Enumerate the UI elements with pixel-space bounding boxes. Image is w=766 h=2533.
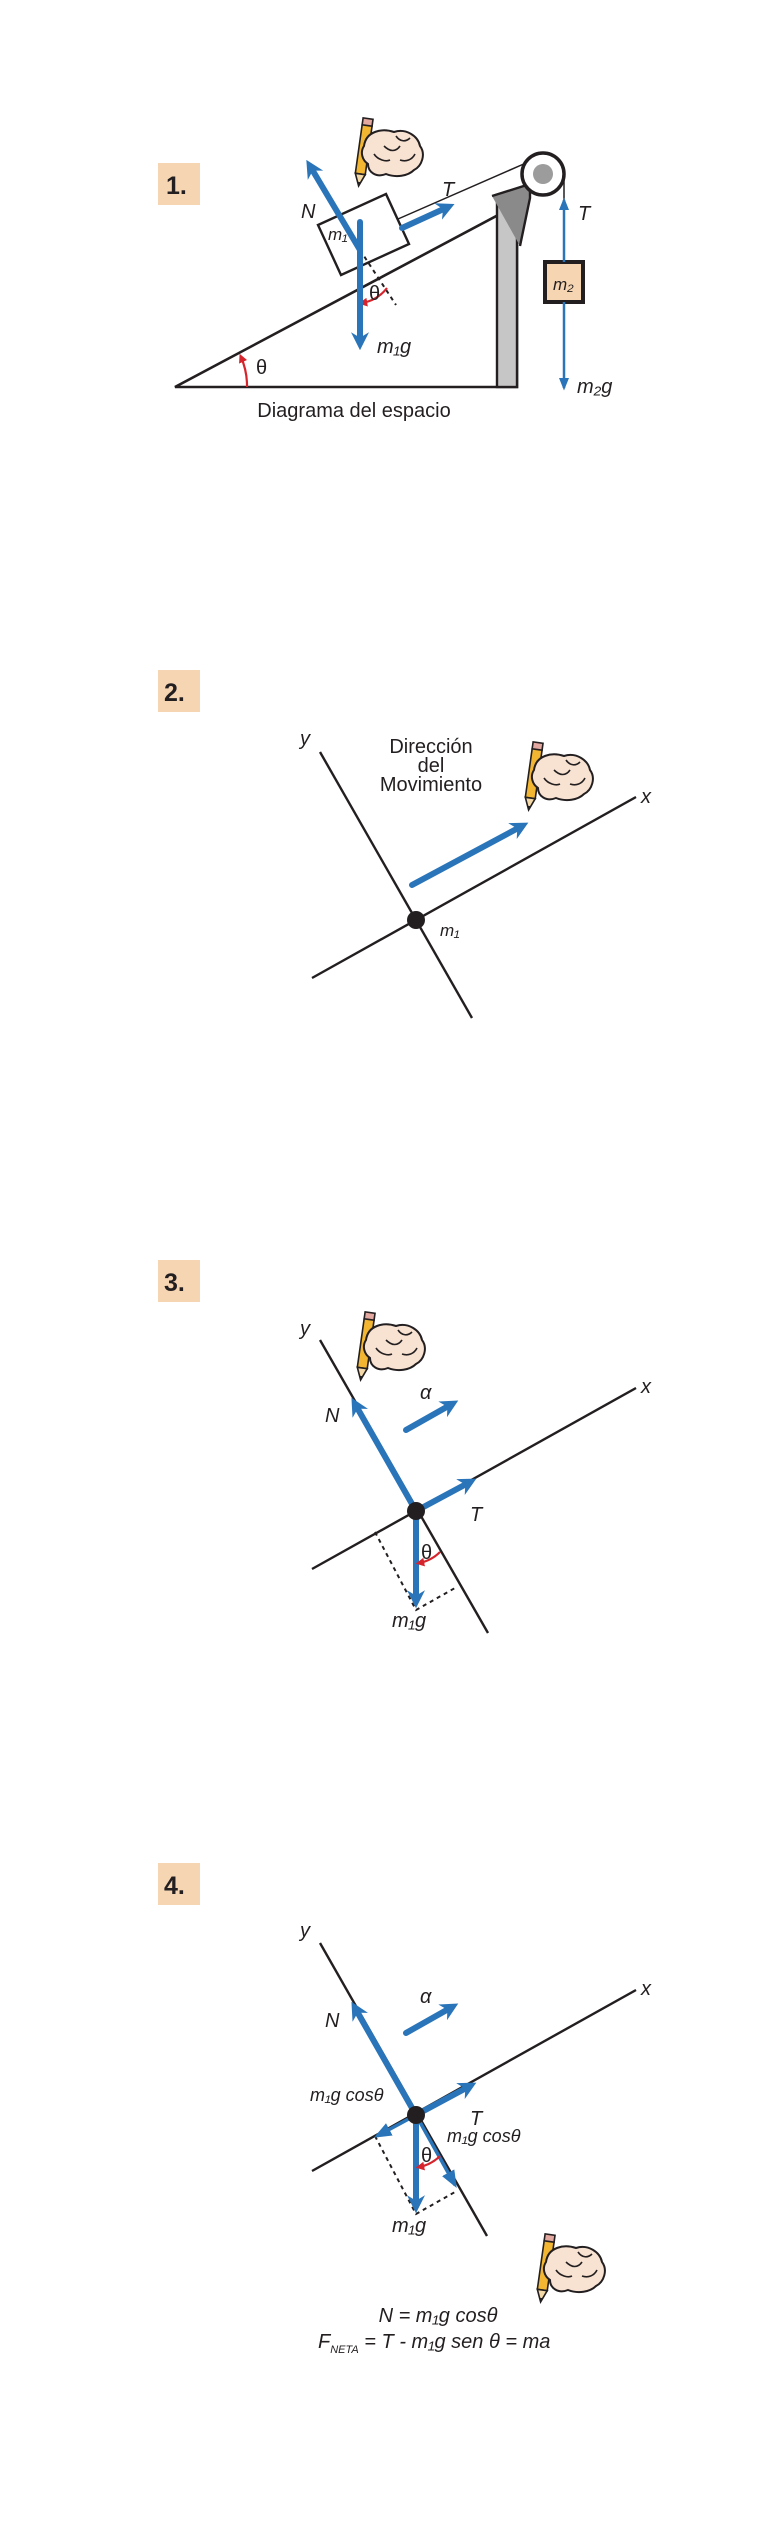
- panel-number-2: 2.: [164, 679, 185, 707]
- weight-components-box-4: [374, 2135, 456, 2216]
- label-T-4: T: [470, 2108, 484, 2130]
- label-alpha-4: α: [420, 1986, 432, 2008]
- label-y-2: y: [298, 728, 311, 750]
- badge-1: [158, 163, 200, 205]
- panel-number-4: 4.: [164, 1872, 185, 1900]
- hand-pencil-icon: [352, 116, 424, 188]
- equation-1: N = m₁g cosθ: [379, 2305, 498, 2327]
- label-T-3: T: [470, 1504, 484, 1526]
- label-weight-4: m₁g: [392, 2215, 426, 2237]
- axis-x-3: [311, 1386, 637, 1571]
- pulley-hub: [533, 164, 553, 184]
- hand-pencil-icon: [522, 740, 594, 812]
- arrow-N-3: [351, 1397, 419, 1514]
- label-direction-3: Movimiento: [380, 774, 482, 796]
- incline-angle-arc: [239, 353, 249, 388]
- label-direction-1: Dirección: [389, 736, 472, 758]
- label-y-3: y: [298, 1318, 311, 1340]
- badge-3: [158, 1260, 200, 1302]
- block-angle-arc: [358, 287, 388, 307]
- label-y-4: y: [298, 1920, 311, 1942]
- label-comp-parallel: m₁g cosθ: [310, 2085, 384, 2105]
- arrow-alpha-4: [403, 2003, 459, 2036]
- point-m1-4: [407, 2106, 425, 2124]
- block-m1: [316, 192, 411, 277]
- caption-space-diagram: Diagrama del espacio: [257, 400, 450, 422]
- label-theta-3: θ: [421, 1542, 432, 1564]
- block-m2: [543, 260, 585, 304]
- arrow-N-4: [351, 2001, 419, 2118]
- label-theta-block: θ: [369, 283, 380, 305]
- axis-x-2: [311, 795, 637, 980]
- axis-x-4: [311, 1988, 637, 2173]
- label-x-3: x: [640, 1376, 652, 1398]
- arrow-comp-perp: [414, 2114, 457, 2189]
- label-T-2: T: [578, 203, 592, 225]
- axis-y-2: [318, 751, 474, 1019]
- panel-number-3: 3.: [164, 1269, 185, 1297]
- label-weight-2: m₂g: [577, 376, 612, 398]
- label-m1: m₁: [328, 225, 348, 244]
- badge-2: [158, 670, 200, 712]
- arrow-T-4: [413, 2082, 477, 2118]
- label-N-1: N: [301, 201, 316, 223]
- label-weight-3: m₁g: [392, 1610, 426, 1632]
- panel-1: 1. m₁ θ θ N m₁g T m₂ T m₂g: [158, 116, 612, 422]
- label-theta-incline: θ: [256, 357, 267, 379]
- panel-3: 3. x y m₁g N T α θ: [158, 1260, 652, 1634]
- equation-2: FNETA = T - m₁g sen θ = ma: [318, 2331, 550, 2356]
- point-m1-3: [407, 1502, 425, 1520]
- label-x-2: x: [640, 786, 652, 808]
- label-m1-2: m₁: [440, 921, 460, 940]
- label-N-4: N: [325, 2010, 340, 2032]
- arrow-direction: [409, 822, 529, 888]
- arrow-T-1: [399, 203, 455, 231]
- panel-4: 4. x y m₁g N T α m₁g cosθ m₁g cosθ θ N =…: [158, 1863, 652, 2356]
- label-alpha-3: α: [420, 1382, 432, 1404]
- label-theta-4: θ: [421, 2145, 432, 2167]
- rope-incline: [381, 162, 527, 227]
- label-weight-1: m₁g: [377, 336, 411, 358]
- hand-pencil-icon: [354, 1310, 426, 1382]
- weight-components-box-3: [374, 1531, 456, 1612]
- label-T-1: T: [442, 179, 456, 201]
- label-m2: m₂: [553, 275, 574, 294]
- arrow-alpha-3: [403, 1400, 459, 1433]
- arrow-T-3: [413, 1478, 477, 1514]
- label-N-3: N: [325, 1405, 340, 1427]
- hand-pencil-icon: [534, 2232, 606, 2304]
- arrow-N-1: [306, 159, 363, 253]
- angle-arc-3: [415, 1551, 441, 1567]
- label-x-4: x: [640, 1978, 652, 2000]
- angle-arc-4: [415, 2155, 441, 2171]
- normal-dash-1: [359, 249, 397, 306]
- panel-number-1: 1.: [166, 172, 187, 200]
- label-direction-2: del: [418, 755, 445, 777]
- label-comp-perp: m₁g cosθ: [447, 2126, 521, 2146]
- point-m1-2: [407, 911, 425, 929]
- panel-2: 2. x y m₁ Dirección del Movimiento: [158, 670, 652, 1019]
- badge-4: [158, 1863, 200, 1905]
